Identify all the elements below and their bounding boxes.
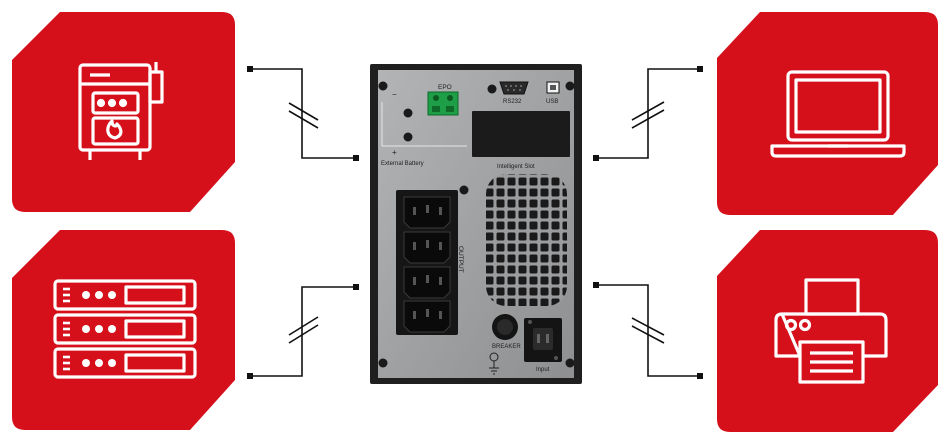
intelligent-slot[interactable] bbox=[472, 111, 570, 157]
output-socket[interactable] bbox=[403, 300, 451, 333]
tile-shape bbox=[12, 230, 235, 430]
cable-server-rack bbox=[250, 286, 356, 377]
device-tile-boiler bbox=[12, 12, 235, 212]
battery-plus-label: + bbox=[392, 148, 397, 157]
breaker[interactable] bbox=[492, 314, 518, 340]
output-socket[interactable] bbox=[403, 231, 451, 264]
ups-rear-panel: − + External Battery EPO RS232 USB Intel… bbox=[370, 64, 582, 384]
epo-label: EPO bbox=[438, 84, 452, 91]
intelligent-slot-label: Intelligent Slot bbox=[497, 164, 535, 170]
epo-terminal[interactable] bbox=[427, 91, 459, 116]
rs232-label: RS232 bbox=[503, 99, 522, 105]
output-sockets bbox=[403, 196, 451, 333]
cable-boiler bbox=[250, 68, 356, 159]
ground-icon bbox=[489, 352, 499, 375]
cable-terminals bbox=[247, 66, 703, 379]
panel-screws bbox=[378, 81, 575, 368]
device-tile-laptop bbox=[717, 12, 938, 215]
cable-printer bbox=[596, 284, 700, 377]
usb-label: USB bbox=[546, 99, 558, 105]
input-label: Input bbox=[536, 367, 550, 373]
output-socket[interactable] bbox=[403, 266, 451, 299]
output-socket[interactable] bbox=[403, 196, 451, 229]
device-tile-printer bbox=[717, 230, 938, 432]
cable-laptop bbox=[596, 68, 700, 159]
vent-grille bbox=[486, 174, 567, 306]
tile-shape bbox=[717, 12, 938, 215]
device-tile-server-rack bbox=[12, 230, 235, 430]
boiler-icon bbox=[78, 62, 164, 160]
battery-minus-label: − bbox=[392, 90, 397, 99]
rs232-port[interactable] bbox=[499, 81, 529, 95]
input-socket[interactable] bbox=[524, 318, 562, 362]
breaker-label: BREAKER bbox=[492, 344, 521, 350]
printer-icon bbox=[774, 278, 888, 384]
cables bbox=[250, 68, 700, 377]
external-battery-label: External Battery bbox=[381, 161, 424, 167]
server-rack-icon bbox=[53, 279, 197, 379]
tile-shape bbox=[717, 230, 938, 432]
laptop-icon bbox=[770, 70, 906, 158]
output-label: OUTPUT bbox=[457, 246, 464, 273]
usb-port[interactable] bbox=[546, 81, 560, 94]
